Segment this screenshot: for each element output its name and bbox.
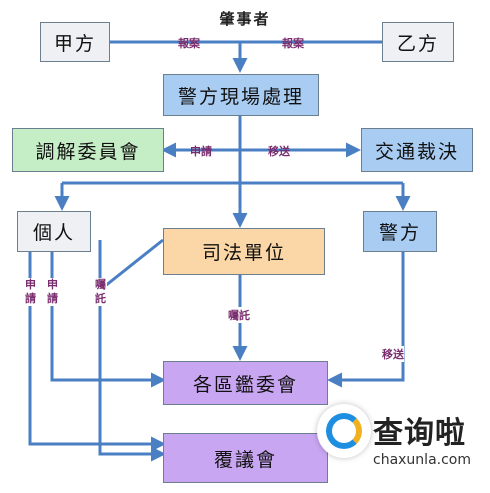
edge-judicial-review-b [98,290,166,462]
label-request-b: 囑託 [94,278,107,306]
watermark-logo-icon [317,404,371,458]
box-traffic-ruling: 交通裁決 [361,128,473,172]
label-apply: 申請 [190,145,212,158]
box-individual: 個人 [17,211,91,252]
box-district-appraisal: 各區鑑委會 [163,361,328,405]
edge-police-appraisal [327,252,405,388]
label-transfer-traffic: 移送 [268,145,290,158]
box-review: 覆議會 [163,433,328,483]
box-party-b: 乙方 [382,22,454,62]
edge-individual-review [28,252,166,452]
label-report-right: 報案 [282,37,304,50]
box-mediation: 調解委員會 [12,128,164,172]
box-police: 警方 [363,211,437,252]
label-report-left: 報案 [178,37,200,50]
label-apply-left: 申請 [24,278,37,306]
label-transfer-police: 移送 [382,346,404,362]
box-police-handling: 警方現場處理 [163,74,319,116]
label-apply-mid: 申請 [46,278,59,306]
label-request-a: 囑託 [228,307,250,323]
diagram-title: 肇事者 [219,10,271,28]
edge-individual-appraisal [50,252,166,388]
box-judicial: 司法單位 [163,228,325,275]
watermark-url: chaxunla.com [373,452,471,468]
edge-judicial-review-c [99,238,164,292]
box-party-a: 甲方 [40,22,110,62]
watermark-name: 查询啦 [373,416,466,451]
